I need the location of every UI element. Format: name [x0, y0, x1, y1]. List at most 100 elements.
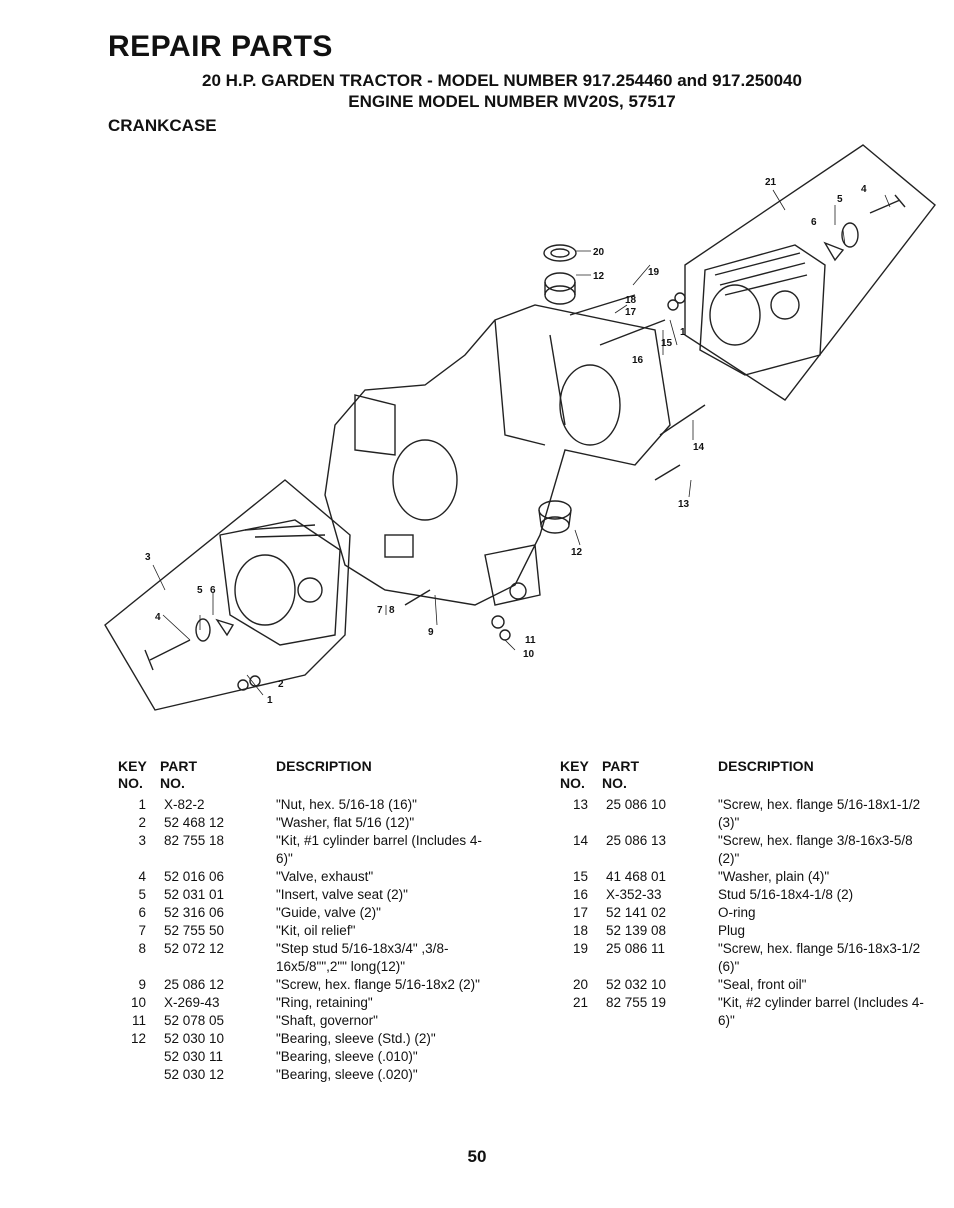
part-number: 52 078 05: [164, 1013, 225, 1028]
header-description: DESCRIPTION: [276, 758, 372, 774]
header-description: DESCRIPTION: [718, 758, 814, 774]
callout-2: 2: [278, 679, 284, 690]
part-number: 52 031 01: [164, 887, 225, 902]
key-number: 8: [138, 941, 146, 956]
part-number: X-82-2: [164, 797, 205, 812]
part-number: 52 755 50: [164, 923, 225, 938]
callout-10: 10: [523, 649, 535, 660]
part-description: "Bearing, sleeve (.020)": [276, 1067, 418, 1082]
part-number: X-352-33: [606, 887, 662, 902]
part-number: 52 032 10: [606, 977, 667, 992]
key-number: 5: [138, 887, 146, 902]
callout-8: 8: [389, 605, 395, 616]
part-number: 25 086 12: [164, 977, 225, 992]
key-number: 19: [572, 941, 588, 956]
screw-13: [654, 464, 681, 481]
callout-21: 21: [765, 177, 777, 188]
table-row: 1 X-82-2 "Nut, hex. 5/16-18 (16)": [118, 796, 498, 814]
callout-20: 20: [593, 247, 605, 258]
callout-1b: 1: [267, 695, 273, 706]
cylinder-1-head: [219, 519, 341, 646]
screw-14: [659, 404, 706, 436]
table-row: 7 52 755 50 "Kit, oil relief": [118, 922, 498, 940]
part-number: 52 139 08: [606, 923, 667, 938]
callout-14: 14: [693, 442, 705, 453]
part-number: 52 316 06: [164, 905, 225, 920]
part-description: "Bearing, sleeve (Std.) (2)": [276, 1031, 436, 1046]
part-description: "Screw, hex. flange 5/16-18x3-1/2 (6)": [718, 941, 921, 974]
valve-upper: [869, 194, 906, 214]
part-number: 82 755 18: [164, 833, 225, 848]
header-key: KEY: [118, 758, 147, 774]
part-number: 41 468 01: [606, 869, 667, 884]
part-description: "Nut, hex. 5/16-18 (16)": [276, 797, 417, 812]
diagram-callouts: 21 5 4 6 20 12 19 18 17 1 15 16 14 13 12…: [145, 177, 867, 706]
part-description: "Screw, hex. flange 3/8-16x3-5/8 (2)": [718, 833, 913, 866]
table-row: 5 52 031 01 "Insert, valve seat (2)": [118, 886, 498, 904]
part-description: "Kit, #1 cylinder barrel (Includes 4-6)": [276, 833, 482, 866]
callout-6b: 6: [210, 585, 216, 596]
table-row: 52 030 12 "Bearing, sleeve (.020)": [118, 1066, 498, 1084]
part-number: 25 086 10: [606, 797, 667, 812]
part-description: "Seal, front oil": [718, 977, 807, 992]
part-number: 82 755 19: [606, 995, 667, 1010]
part-description: "Insert, valve seat (2)": [276, 887, 408, 902]
part-number: 52 030 10: [164, 1031, 225, 1046]
key-number: 20: [572, 977, 588, 992]
key-number: 12: [130, 1031, 146, 1046]
callout-12: 12: [593, 271, 605, 282]
table-header: KEY NO. PART NO. DESCRIPTION: [118, 758, 498, 796]
callout-9: 9: [428, 627, 434, 638]
callout-19: 19: [648, 267, 660, 278]
screw-9: [404, 589, 431, 606]
key-number: 7: [138, 923, 146, 938]
crankcase-body: [324, 304, 671, 606]
part-number: 52 030 12: [164, 1067, 225, 1082]
callout-12b: 12: [571, 547, 583, 558]
part-description: "Guide, valve (2)": [276, 905, 381, 920]
part-description: "Washer, plain (4)": [718, 869, 830, 884]
header-key: KEY: [560, 758, 589, 774]
part-number: 52 468 12: [164, 815, 225, 830]
callout-5: 5: [837, 194, 843, 205]
header-key-no: NO.: [560, 775, 585, 791]
part-description: O-ring: [718, 905, 756, 920]
seal-20: [543, 244, 577, 262]
callout-17: 17: [625, 307, 637, 318]
callout-4b: 4: [155, 612, 161, 623]
table-row: 52 030 11"Bearing, sleeve (.010)": [118, 1048, 498, 1066]
key-number: 14: [572, 833, 588, 848]
table-header: KEY NO. PART NO. DESCRIPTION: [560, 758, 940, 796]
callout-5b: 5: [197, 585, 203, 596]
valve-lower: [144, 639, 191, 671]
key-number: 16: [572, 887, 588, 902]
part-description: "Screw, hex. flange 5/16-18x2 (2)": [276, 977, 480, 992]
part-number: 25 086 11: [606, 941, 666, 956]
callout-15: 15: [661, 338, 673, 349]
cylinder-2-box: [684, 144, 936, 401]
part-description: "Valve, exhaust": [276, 869, 374, 884]
key-number: 1: [138, 797, 146, 812]
table-row: 14 25 086 13 "Screw, hex. flange 3/8-16x3-…: [560, 832, 940, 868]
part-description: "Step stud 5/16-18x3/4" ,3/8-16x5/8"",2"…: [276, 941, 449, 974]
header-part-no: NO.: [602, 775, 627, 791]
table-row: 20 52 032 10 "Seal, front oil": [560, 976, 940, 994]
key-number: 18: [572, 923, 588, 938]
key-number: 11: [131, 1013, 146, 1028]
part-number: 25 086 13: [606, 833, 667, 848]
key-number: 13: [572, 797, 588, 812]
callout-6: 6: [811, 217, 817, 228]
part-description: "Kit, #2 cylinder barrel (Includes 4-6)": [718, 995, 924, 1028]
part-description: "Kit, oil relief": [276, 923, 356, 938]
cylinder-2-head: [699, 244, 826, 376]
callout-11: 11: [525, 635, 536, 646]
